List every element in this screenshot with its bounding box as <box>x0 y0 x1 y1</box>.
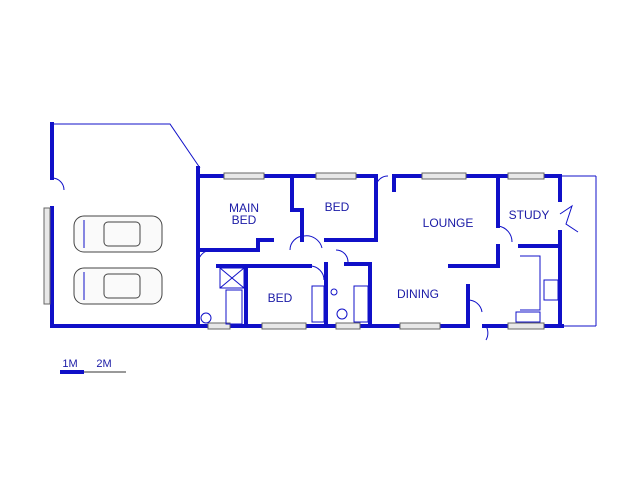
label-bed-top: BED <box>325 200 350 214</box>
scale-label-1m: 1M <box>62 358 77 370</box>
room-labels: MAIN BED BED BED LOUNGE STUDY DINING <box>229 200 549 305</box>
cupboard <box>311 285 325 323</box>
garage <box>43 122 201 328</box>
label-bed-bottom: BED <box>268 291 293 305</box>
toilet-hall <box>336 308 348 320</box>
shower-main <box>219 267 245 289</box>
label-main-bed-line1: MAIN <box>229 201 259 215</box>
scale-bar: 1M 2M <box>60 358 126 374</box>
house-walls <box>196 166 597 328</box>
windows <box>207 172 545 330</box>
garage-door <box>43 207 51 305</box>
label-dining: DINING <box>397 287 439 301</box>
toilet-main <box>200 312 212 324</box>
bathtub-hall <box>353 285 369 323</box>
label-study: STUDY <box>509 208 550 222</box>
car-bottom <box>73 267 163 305</box>
car-top <box>73 215 163 253</box>
garage-door-swing <box>51 177 65 191</box>
label-lounge: LOUNGE <box>423 216 474 230</box>
basin-hall <box>330 288 338 296</box>
scale-label-2m: 2M <box>96 358 111 370</box>
sink <box>515 311 541 323</box>
bathtub-main <box>225 289 243 325</box>
stove <box>543 279 559 301</box>
garage-roof-line <box>52 123 201 169</box>
fixtures <box>200 255 559 325</box>
label-main-bed-line2: BED <box>232 213 257 227</box>
door-swings <box>197 175 579 341</box>
kitchen-counter <box>520 255 541 311</box>
